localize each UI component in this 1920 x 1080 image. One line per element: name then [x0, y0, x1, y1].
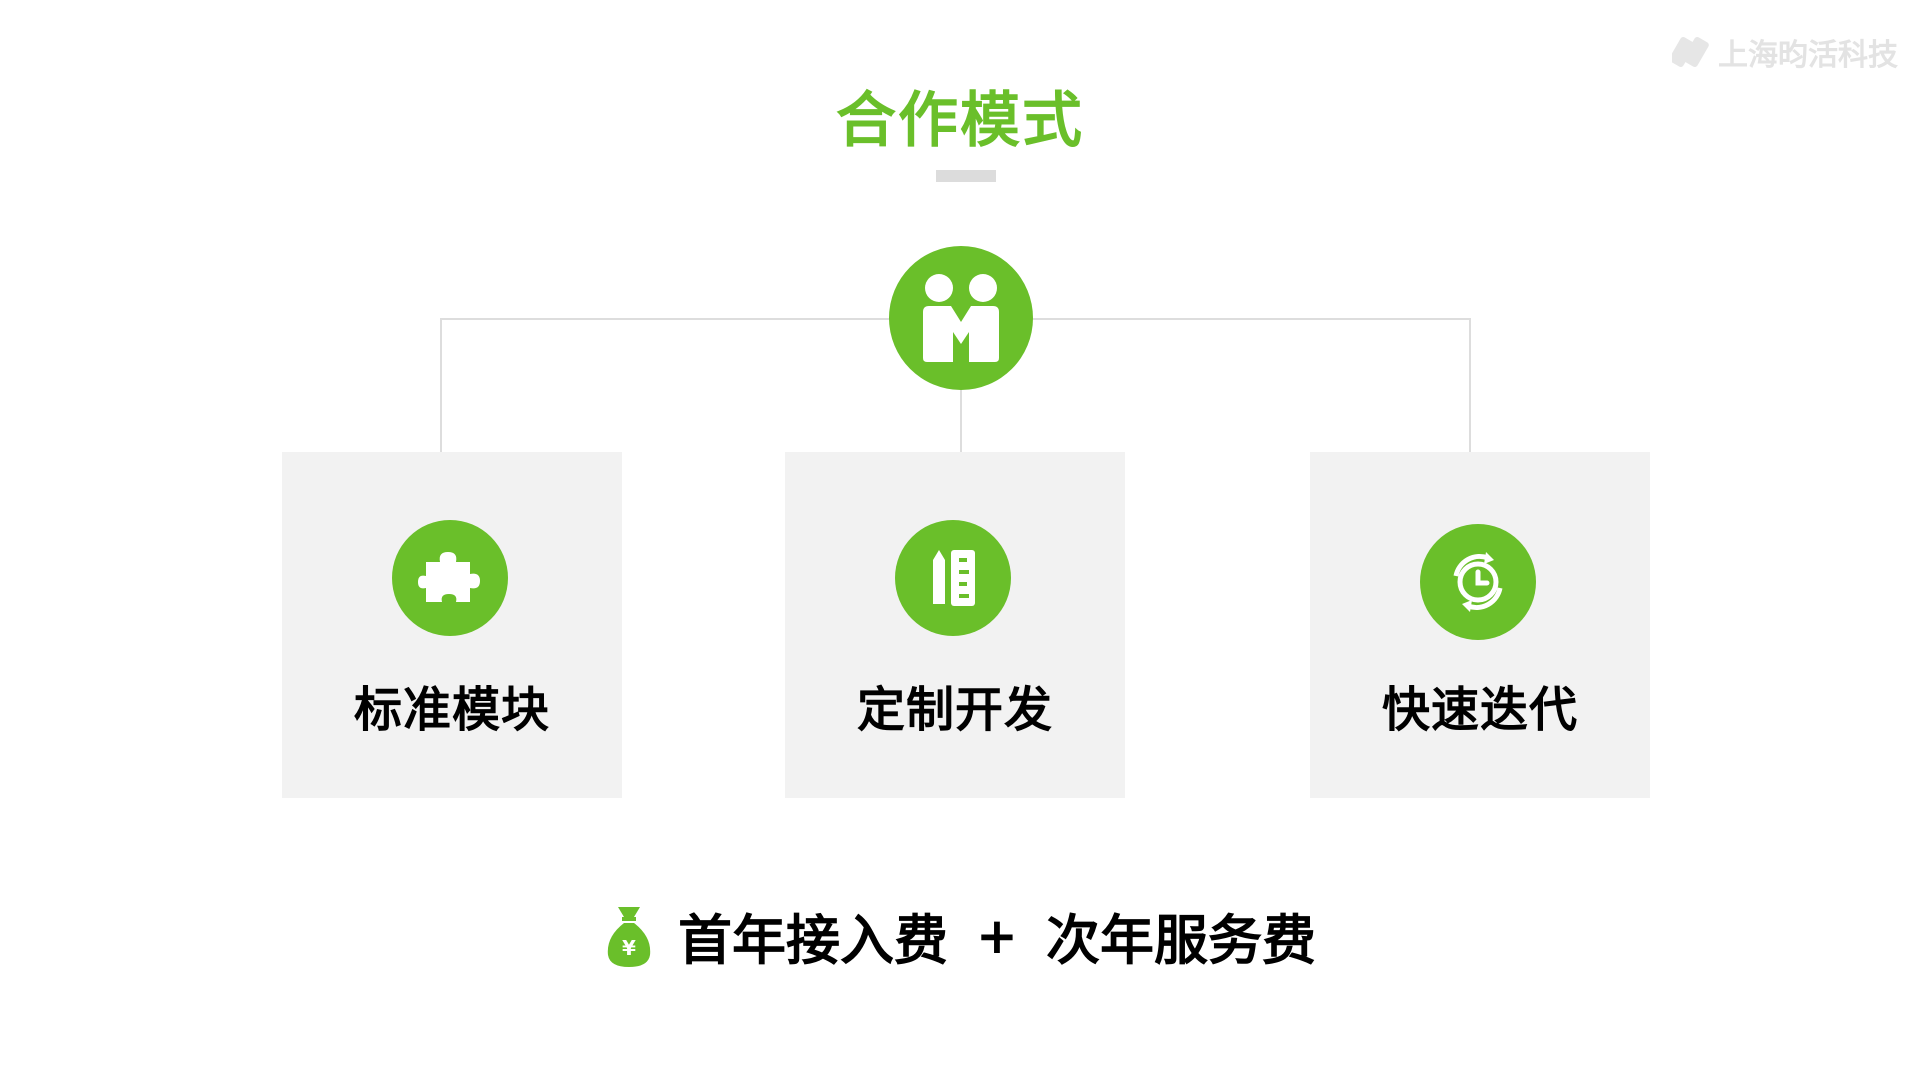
money-bag-icon: ¥	[607, 906, 651, 967]
second-year-fee: 次年服务费	[1045, 909, 1316, 972]
card-custom-development: 定制开发	[785, 452, 1125, 798]
watermark-logo-icon	[1672, 36, 1709, 68]
card-icon-circle	[392, 520, 508, 636]
pricing-formula: ¥ 首年接入费 + 次年服务费	[0, 896, 1920, 975]
svg-text:¥: ¥	[622, 936, 636, 960]
card-label: 标准模块	[353, 682, 550, 738]
puzzle-icon	[418, 552, 480, 602]
card-icon-circle	[1420, 524, 1536, 640]
card-label: 快速迭代	[1381, 682, 1578, 738]
card-label: 定制开发	[856, 682, 1053, 738]
watermark-text: 上海昀活科技	[1718, 38, 1898, 73]
ruler-pencil-icon	[933, 550, 975, 606]
card-fast-iteration: 快速迭代	[1310, 452, 1650, 798]
page-title: 合作模式	[836, 86, 1084, 156]
card-standard-module: 标准模块	[282, 452, 622, 798]
first-year-fee: 首年接入费	[678, 909, 949, 972]
clock-refresh-icon	[1453, 552, 1503, 612]
card-icon-circle	[895, 520, 1011, 636]
hub-circle	[889, 246, 1033, 390]
title-underline	[936, 170, 996, 182]
partnership-icon	[923, 274, 999, 362]
plus-sign: +	[976, 906, 1018, 965]
watermark: 上海昀活科技	[1672, 30, 1898, 74]
